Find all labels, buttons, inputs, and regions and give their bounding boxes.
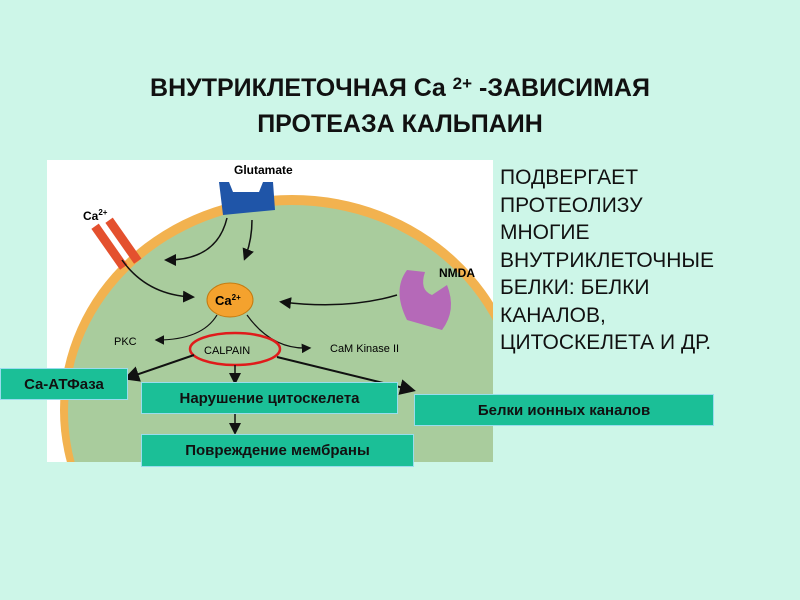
calcium-channel-icon xyxy=(91,217,142,270)
cytoskeleton-disruption-box: Нарушение цитоскелета xyxy=(141,382,398,414)
ion-channel-proteins-box: Белки ионных каналов xyxy=(414,394,714,426)
glutamate-label: Glutamate xyxy=(234,163,293,177)
atpase-box: Ca-АТФаза xyxy=(0,368,128,400)
calcium-ion xyxy=(206,282,254,318)
svg-text:Ca2+: Ca2+ xyxy=(215,293,241,308)
nmda-receptor-icon xyxy=(399,270,451,330)
membrane-damage-box: Повреждение мембраны xyxy=(141,434,414,467)
svg-text:Ca2+: Ca2+ xyxy=(83,208,108,223)
slide-title-line2: ПРОТЕАЗА КАЛЬПАИН xyxy=(257,110,543,138)
svg-text:NMDA: NMDA xyxy=(439,266,475,280)
slide-title-line1: ВНУТРИКЛЕТОЧНАЯ Ca 2+ -ЗАВИСИМАЯ xyxy=(150,74,650,102)
glutamate-receptor xyxy=(219,182,275,215)
svg-text:CALPAIN: CALPAIN xyxy=(204,345,250,357)
svg-text:PKC: PKC xyxy=(114,336,137,348)
svg-text:CaM Kinase II: CaM Kinase II xyxy=(330,343,399,355)
